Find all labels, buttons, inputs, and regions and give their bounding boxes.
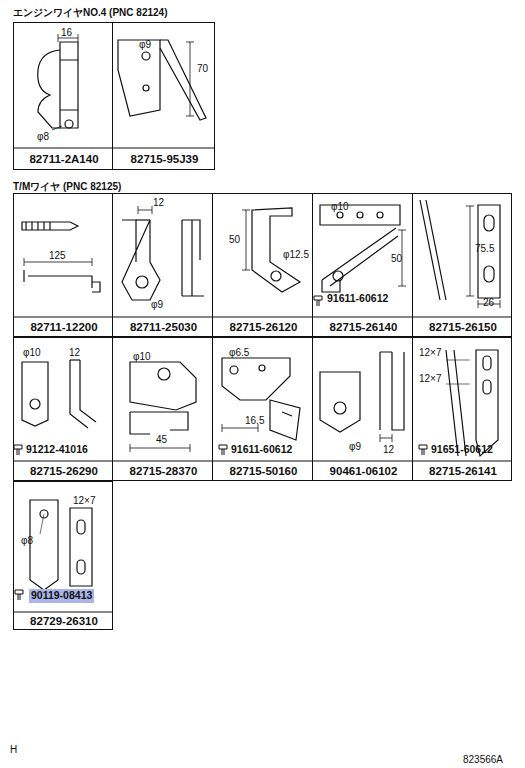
dimension-label: 75.5 [475, 243, 494, 254]
bolt-number: 91611-60612 [327, 293, 388, 305]
dimension-label: 50 [391, 253, 402, 264]
part-number: 82715-28370 [130, 465, 198, 478]
dimension-label: 45 [156, 434, 167, 445]
dimension-label: 12×7 [419, 373, 442, 384]
dimension-label: φ12.5 [283, 249, 309, 260]
part-number: 82711-12200 [30, 321, 97, 334]
dimension-label: 16.5 [245, 415, 264, 426]
bolt-symbols [14, 296, 427, 600]
part-cell: φ6.5 16.5 91611-60612 82715-50160 [212, 337, 313, 481]
part-cell: 12 φ9 82711-25030 [112, 193, 213, 337]
bolt-number: 91611-60612 [231, 444, 292, 456]
part-number: 82715-26141 [429, 465, 497, 478]
bolt-number: 91212-41016 [26, 444, 88, 456]
section-heading: エンジンワイヤNO.4 (PNC 82124) [13, 6, 167, 20]
dimension-label: φ10 [23, 347, 41, 358]
part-cell: φ10 45 82715-28370 [112, 337, 213, 481]
dimension-label: φ9 [349, 441, 361, 452]
dimension-label: 12×7 [73, 495, 96, 506]
part-cell: φ10 12 91212-41016 82715-26290 [13, 337, 113, 481]
figure-code: H [10, 744, 17, 755]
dimension-label: 50 [229, 234, 240, 245]
part-cell: 12×7 12×7 91651-60612 82715-26141 [412, 337, 512, 481]
part-number: 82715-50160 [230, 465, 298, 478]
dimension-label: φ6.5 [229, 347, 249, 358]
dimension-label: φ10 [331, 201, 349, 212]
dimension-label: 16 [61, 27, 72, 38]
part-number: 82715-95J39 [131, 153, 199, 166]
dimension-label: φ9 [151, 299, 163, 310]
bracket-drawings [22, 34, 500, 590]
dimension-label: 26 [483, 297, 494, 308]
part-cell: 16 φ8 82711-2A140 [13, 22, 113, 170]
part-number: 82715-26290 [30, 465, 98, 478]
dimension-label: 12 [153, 197, 164, 208]
dimension-label: 70 [197, 63, 208, 74]
part-number: 82711-25030 [130, 321, 197, 334]
section-heading: T/Mワイヤ (PNC 82125) [13, 180, 121, 194]
dimension-label: φ8 [21, 535, 33, 546]
part-cell: 75.5 26 82715-26150 [412, 193, 512, 337]
dimension-label: φ10 [133, 351, 151, 362]
dimension-label: 125 [49, 250, 66, 261]
part-number-dividers [13, 148, 512, 612]
part-cell: φ10 50 91611-60612 82715-26140 [312, 193, 413, 337]
part-cell: 50 φ12.5 82715-26120 [212, 193, 313, 337]
part-cell: 125 82711-12200 [13, 193, 113, 337]
part-cell: φ8 12×7 90119-08413 82729-26310 [13, 481, 113, 630]
dimension-label: 12 [69, 347, 80, 358]
part-number: 82715-26150 [429, 321, 497, 334]
part-cell: φ9 12 90461-06102 [312, 337, 413, 481]
bolt-number: 90119-08413 [29, 589, 94, 603]
dimension-label: 12×7 [419, 347, 442, 358]
dimension-label: φ9 [139, 39, 151, 50]
part-number: 82729-26310 [30, 615, 98, 628]
dimension-label: 12 [383, 444, 394, 455]
dimension-label: φ8 [37, 131, 49, 142]
part-number: 90461-06102 [330, 465, 398, 478]
bolt-number: 91651-60612 [431, 444, 493, 456]
part-number: 82715-26120 [230, 321, 298, 334]
figure-code: 823566A [463, 754, 503, 765]
part-number: 82711-2A140 [29, 153, 98, 166]
part-cell: φ9 70 82715-95J39 [112, 22, 215, 170]
part-number: 82715-26140 [330, 321, 398, 334]
